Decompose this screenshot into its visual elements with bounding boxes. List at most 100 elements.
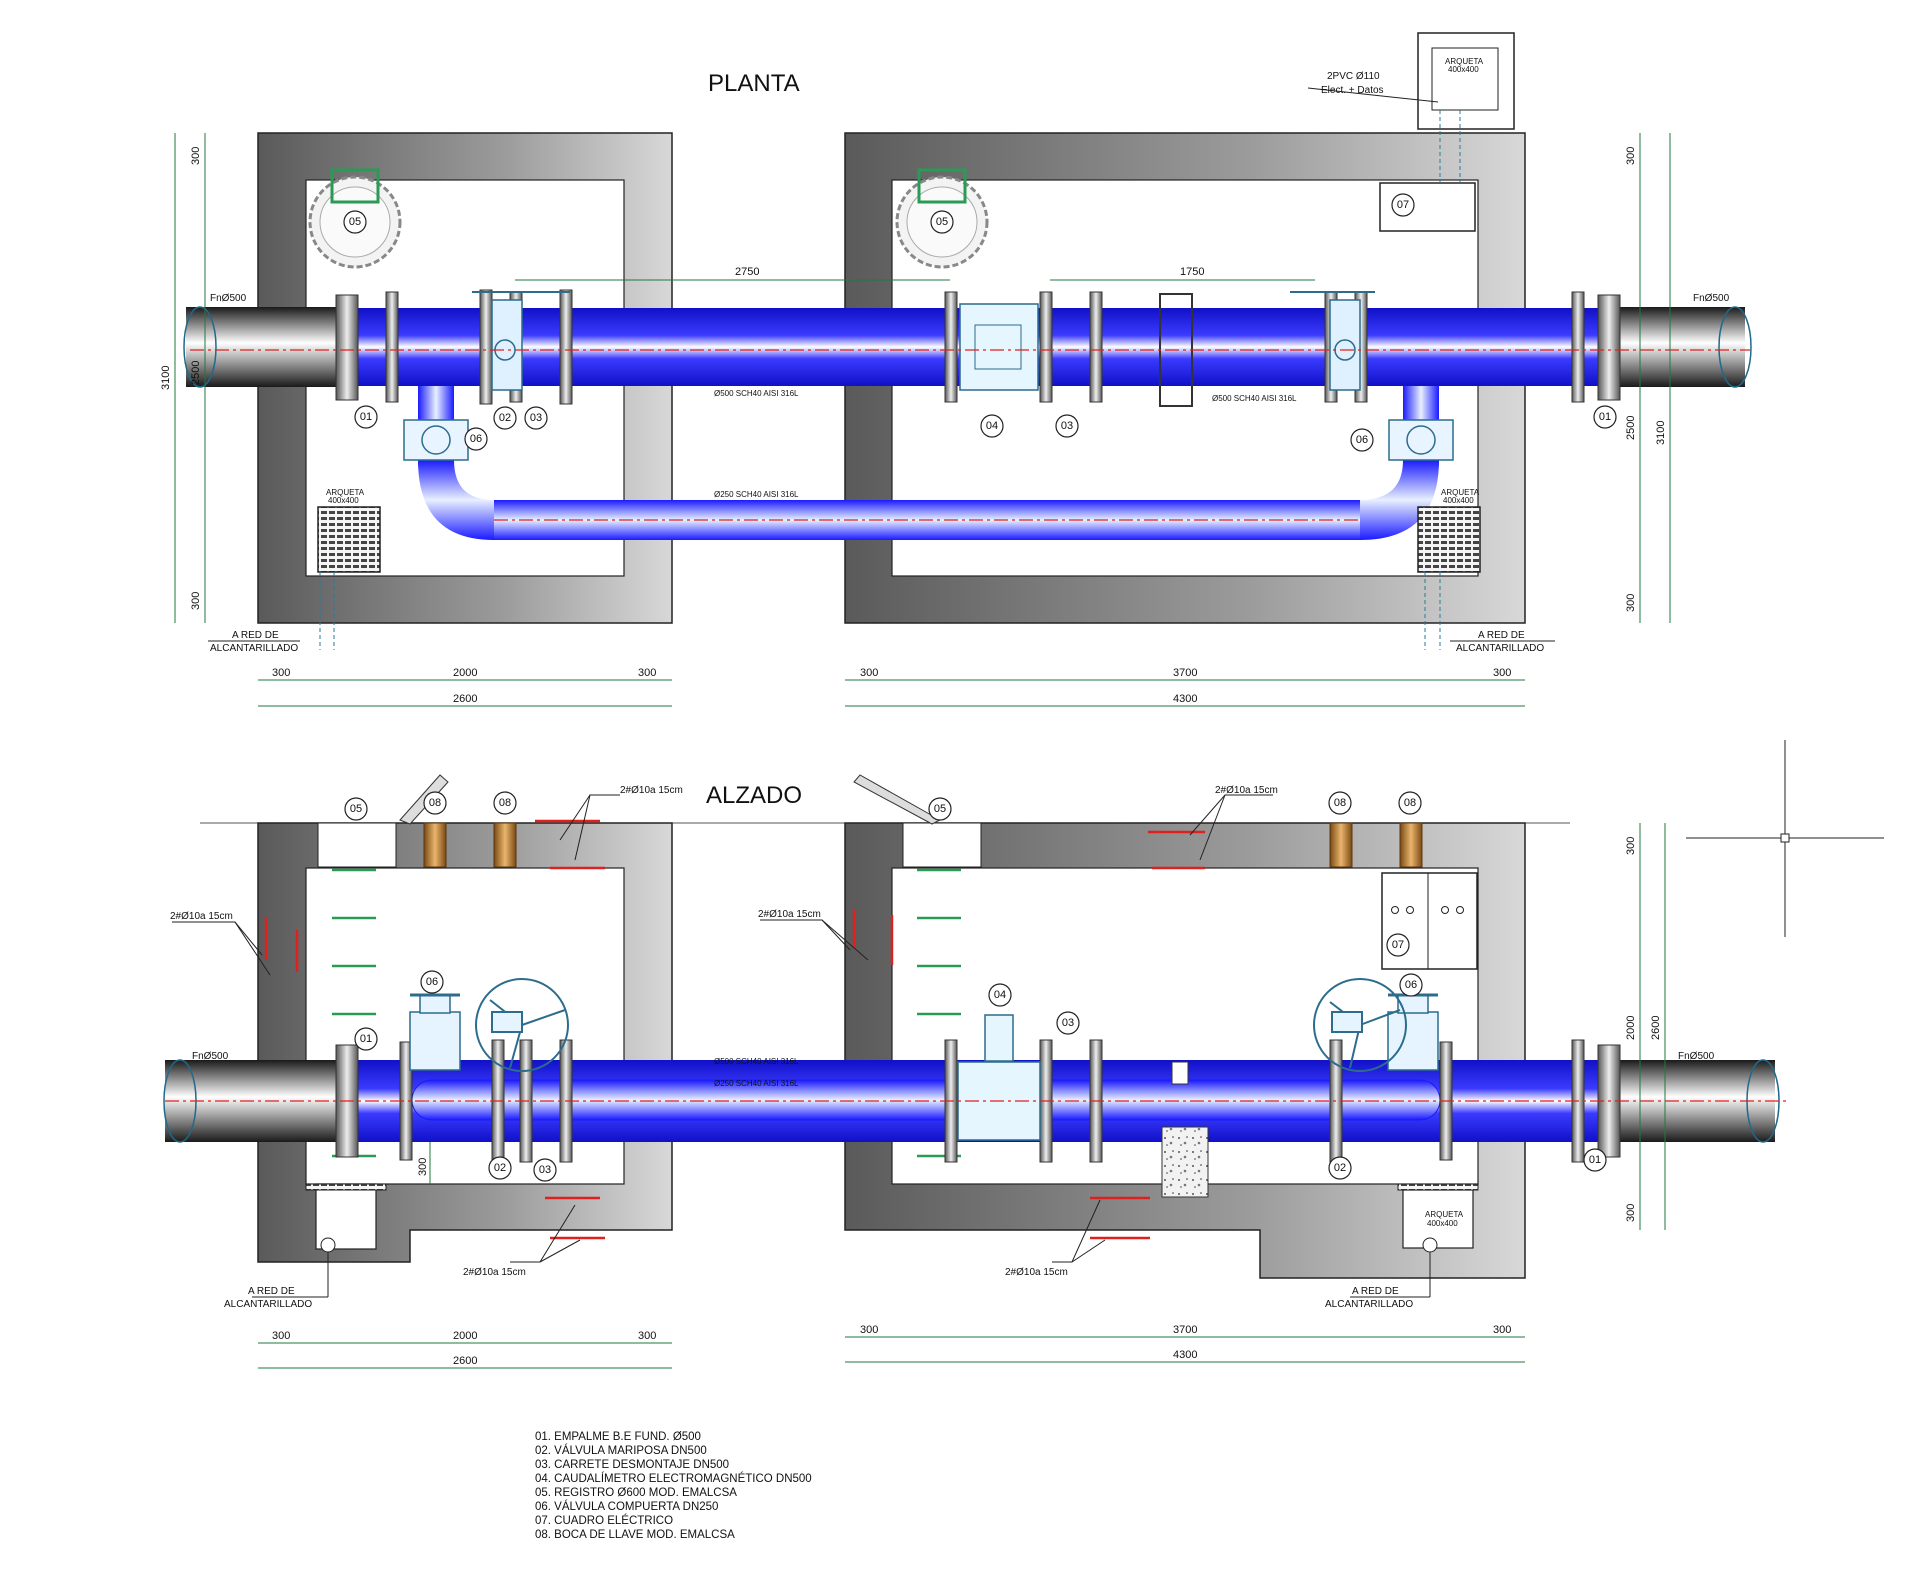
callout-02: 02 bbox=[488, 1156, 512, 1180]
callout-label: 05 bbox=[936, 216, 948, 228]
elevation-boca-llave bbox=[423, 822, 1423, 868]
elevation-support-pedestal bbox=[1161, 1126, 1209, 1198]
callout-label: 01 bbox=[360, 411, 372, 423]
callout-08: 08 bbox=[423, 791, 447, 815]
callout-label: 05 bbox=[934, 803, 946, 815]
svg-text:2600: 2600 bbox=[453, 1355, 477, 1367]
svg-text:ALCANTARILLADO: ALCANTARILLADO bbox=[1325, 1299, 1413, 1310]
callout-label: 03 bbox=[539, 1164, 551, 1176]
callout-label: 06 bbox=[426, 976, 438, 988]
svg-text:2600: 2600 bbox=[1650, 1016, 1662, 1040]
crosshair-marker bbox=[1686, 740, 1884, 937]
callout-label: 02 bbox=[1334, 1162, 1346, 1174]
callout-05: 05 bbox=[344, 797, 368, 821]
svg-text:300: 300 bbox=[860, 1324, 878, 1336]
plan-main-pipe-label-a: Ø500 SCH40 AISI 316L bbox=[714, 389, 799, 398]
svg-text:300: 300 bbox=[272, 667, 290, 679]
elevation-butterfly-wheel-left bbox=[475, 978, 569, 1072]
svg-text:ARQUETA: ARQUETA bbox=[1445, 57, 1484, 66]
elevation-gate-valve-left bbox=[409, 993, 461, 1071]
elevation-gate-valve-right bbox=[1387, 993, 1439, 1071]
callout-label: 08 bbox=[499, 797, 511, 809]
legend-item: 01. EMPALME B.E FUND. Ø500 bbox=[535, 1431, 701, 1443]
svg-text:300: 300 bbox=[638, 1330, 656, 1342]
legend-item: 02. VÁLVULA MARIPOSA DN500 bbox=[535, 1444, 707, 1457]
callout-01: 01 bbox=[1593, 405, 1617, 429]
callout-label: 03 bbox=[530, 412, 542, 424]
svg-text:4300: 4300 bbox=[1173, 1349, 1197, 1361]
callout-05: 05 bbox=[930, 210, 954, 234]
svg-text:A RED DE: A RED DE bbox=[232, 630, 279, 641]
plan-title: PLANTA bbox=[708, 70, 800, 97]
plan-bypass-pipe-label: Ø250 SCH40 AISI 316L bbox=[714, 490, 799, 499]
svg-text:ARQUETA: ARQUETA bbox=[1425, 1210, 1464, 1219]
svg-text:300: 300 bbox=[1625, 147, 1637, 165]
elevation-butterfly-wheel-right bbox=[1313, 978, 1407, 1072]
elevation-title: ALZADO bbox=[706, 782, 802, 809]
plan-gate-valve-left bbox=[403, 419, 469, 461]
rebar-label-2: 2#Ø10a 15cm bbox=[1215, 785, 1278, 796]
svg-text:300: 300 bbox=[1625, 1204, 1637, 1222]
svg-text:300: 300 bbox=[190, 592, 202, 610]
svg-text:2000: 2000 bbox=[453, 1330, 477, 1342]
svg-text:A RED DE: A RED DE bbox=[1352, 1286, 1399, 1297]
callout-label: 06 bbox=[1405, 979, 1417, 991]
callout-06: 06 bbox=[464, 427, 488, 451]
callout-label: 01 bbox=[1589, 1154, 1601, 1166]
elevation-left-chamber bbox=[257, 822, 673, 1263]
callout-06: 06 bbox=[1399, 973, 1423, 997]
elevation-drain-left-circle bbox=[320, 1237, 336, 1253]
callout-04: 04 bbox=[988, 983, 1012, 1007]
conduit-label-2: Elect. + Datos bbox=[1321, 85, 1384, 96]
plan-arqueta-right: ARQUETA 400x400 bbox=[1417, 488, 1481, 573]
callout-label: 01 bbox=[1599, 411, 1611, 423]
plan-drain-left: A RED DE ALCANTARILLADO bbox=[208, 572, 335, 654]
rebar-label-3: 2#Ø10a 15cm bbox=[170, 911, 233, 922]
svg-text:A RED DE: A RED DE bbox=[248, 1286, 295, 1297]
svg-text:2750: 2750 bbox=[735, 266, 759, 278]
svg-text:300: 300 bbox=[1493, 667, 1511, 679]
elevation-rebar-marks bbox=[264, 819, 1205, 1240]
svg-text:ARQUETA: ARQUETA bbox=[326, 488, 365, 497]
elevation-rebar-leaders bbox=[172, 794, 1273, 1263]
callout-label: 07 bbox=[1392, 939, 1404, 951]
svg-text:300: 300 bbox=[272, 1330, 290, 1342]
svg-text:300: 300 bbox=[638, 667, 656, 679]
svg-text:2600: 2600 bbox=[453, 693, 477, 705]
callout-label: 04 bbox=[986, 420, 998, 432]
rebar-label-5: 2#Ø10a 15cm bbox=[463, 1267, 526, 1278]
callout-01: 01 bbox=[354, 405, 378, 429]
callout-label: 08 bbox=[1334, 797, 1346, 809]
plan-flowmeter bbox=[959, 303, 1039, 391]
elevation-dimensions: 300 2000 300 2600 300 3700 300 4300 300 … bbox=[258, 823, 1666, 1369]
elevation-drain-left: A RED DE ALCANTARILLADO bbox=[224, 1252, 329, 1310]
plan-main-pipe-label-b: Ø500 SCH40 AISI 316L bbox=[1212, 394, 1297, 403]
callout-label: 07 bbox=[1397, 199, 1409, 211]
conduit-label-1: 2PVC Ø110 bbox=[1327, 71, 1380, 82]
svg-text:400x400: 400x400 bbox=[1448, 65, 1479, 74]
svg-text:ALCANTARILLADO: ALCANTARILLADO bbox=[224, 1299, 312, 1310]
svg-text:ARQUETA: ARQUETA bbox=[1441, 488, 1480, 497]
callout-label: 01 bbox=[360, 1033, 372, 1045]
callout-03: 03 bbox=[524, 406, 548, 430]
svg-text:400x400: 400x400 bbox=[1427, 1219, 1458, 1228]
callout-08: 08 bbox=[1398, 791, 1422, 815]
plan-drain-right: A RED DE ALCANTARILLADO bbox=[1424, 572, 1555, 654]
legend-item: 04. CAUDALÍMETRO ELECTROMAGNÉTICO DN500 bbox=[535, 1472, 812, 1485]
svg-text:A RED DE: A RED DE bbox=[1478, 630, 1525, 641]
svg-text:4300: 4300 bbox=[1173, 693, 1197, 705]
plan-fn-left: FnØ500 bbox=[210, 293, 247, 304]
elevation-drain-right: A RED DE ALCANTARILLADO bbox=[1325, 1252, 1431, 1310]
plan-external-pipe-right bbox=[1615, 306, 1752, 388]
callout-label: 04 bbox=[994, 989, 1006, 1001]
legend-item: 06. VÁLVULA COMPUERTA DN250 bbox=[535, 1500, 718, 1513]
svg-text:3100: 3100 bbox=[160, 366, 172, 390]
plan-external-pipe-left bbox=[183, 306, 356, 388]
elev-main-pipe-label: Ø500 SCH40 AISI 316L bbox=[714, 1057, 799, 1066]
svg-text:300: 300 bbox=[1493, 1324, 1511, 1336]
callout-06: 06 bbox=[420, 970, 444, 994]
callout-label: 02 bbox=[499, 412, 511, 424]
svg-text:ALCANTARILLADO: ALCANTARILLADO bbox=[210, 643, 298, 654]
svg-text:3700: 3700 bbox=[1173, 1324, 1197, 1336]
